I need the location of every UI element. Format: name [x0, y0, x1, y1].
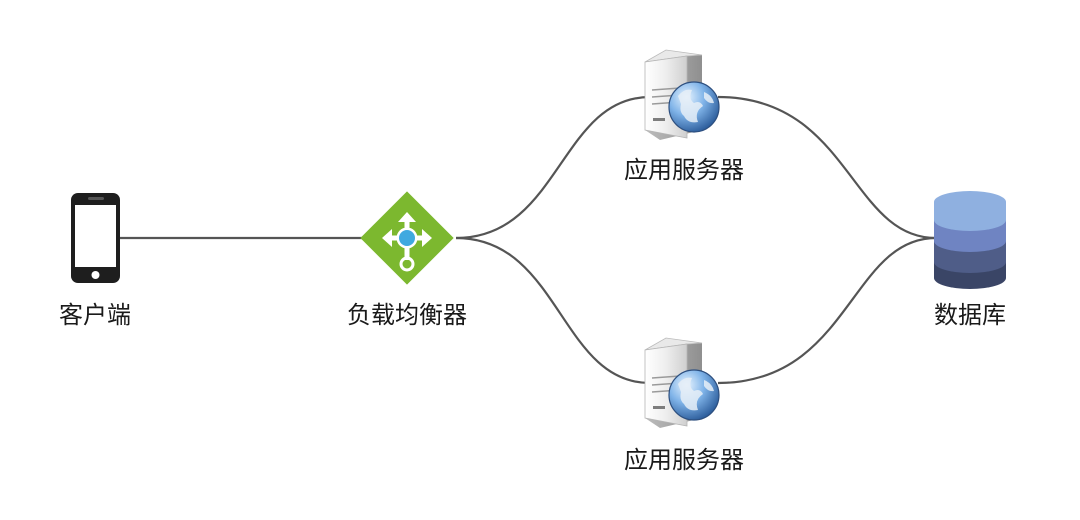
- connector-lb-to-app-top: [455, 95, 651, 240]
- connector-app-top-to-db: [717, 95, 937, 240]
- load-balancer-icon: [360, 191, 454, 285]
- database-icon: [934, 191, 1006, 289]
- web-server-icon-top: [644, 49, 720, 140]
- connector-app-bottom-to-db: [717, 236, 937, 385]
- connector-lb-to-app-bottom: [455, 236, 651, 385]
- load-balancer-label: 负载均衡器: [347, 301, 467, 329]
- database-label: 数据库: [934, 301, 1006, 329]
- connector-lines: [118, 95, 937, 385]
- client-label: 客户端: [59, 301, 131, 329]
- web-server-icon-bottom: [644, 337, 720, 428]
- smartphone-icon: [71, 193, 120, 283]
- app-server-bottom-label: 应用服务器: [624, 446, 744, 474]
- app-server-top-label: 应用服务器: [624, 156, 744, 184]
